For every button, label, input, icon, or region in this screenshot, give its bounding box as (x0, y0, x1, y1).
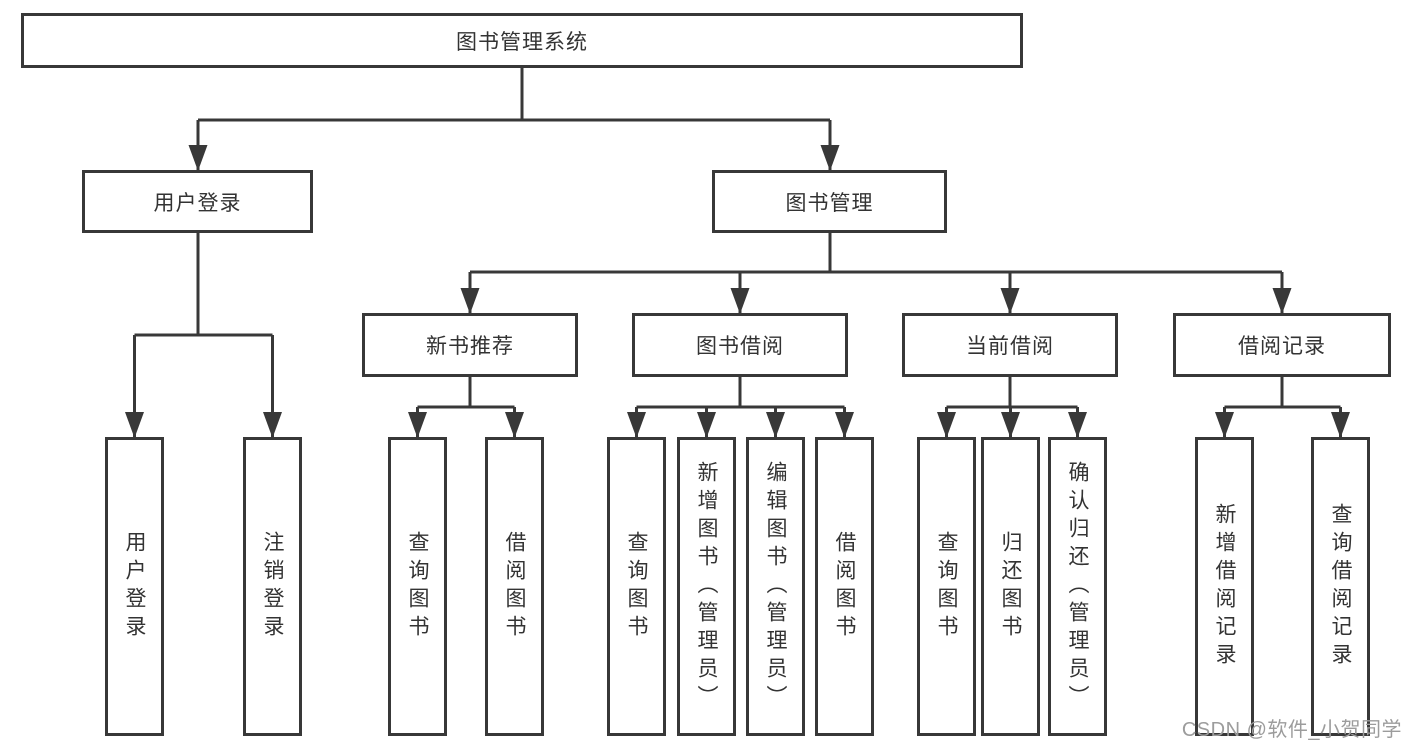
leaf-query-borrow-record: 查询借阅记录 (1311, 437, 1370, 736)
node-user-login: 用户登录 (82, 170, 313, 233)
leaf-query-books-current: 查询图书 (917, 437, 976, 736)
node-library-system: 图书管理系统 (21, 13, 1023, 68)
leaf-return-books: 归还图书 (981, 437, 1040, 736)
leaf-add-books-admin: 新增图书（管理员） (677, 437, 736, 736)
leaf-add-borrow-record: 新增借阅记录 (1195, 437, 1254, 736)
node-new-book-recommendation: 新书推荐 (362, 313, 578, 377)
node-book-borrowing: 图书借阅 (632, 313, 848, 377)
leaf-query-books-borrowing: 查询图书 (607, 437, 666, 736)
node-borrowing-records: 借阅记录 (1173, 313, 1391, 377)
csdn-watermark: CSDN @软件_小贺同学 (1181, 719, 1402, 741)
leaf-user-login: 用户登录 (105, 437, 164, 736)
leaf-borrow-books-borrowing: 借阅图书 (815, 437, 874, 736)
leaf-borrow-books-recommend: 借阅图书 (485, 437, 544, 736)
leaf-edit-books-admin: 编辑图书（管理员） (746, 437, 805, 736)
node-book-management: 图书管理 (712, 170, 947, 233)
leaf-logout: 注销登录 (243, 437, 302, 736)
node-current-borrowing: 当前借阅 (902, 313, 1118, 377)
leaf-query-books-recommend: 查询图书 (388, 437, 447, 736)
leaf-confirm-return-admin: 确认归还（管理员） (1048, 437, 1107, 736)
